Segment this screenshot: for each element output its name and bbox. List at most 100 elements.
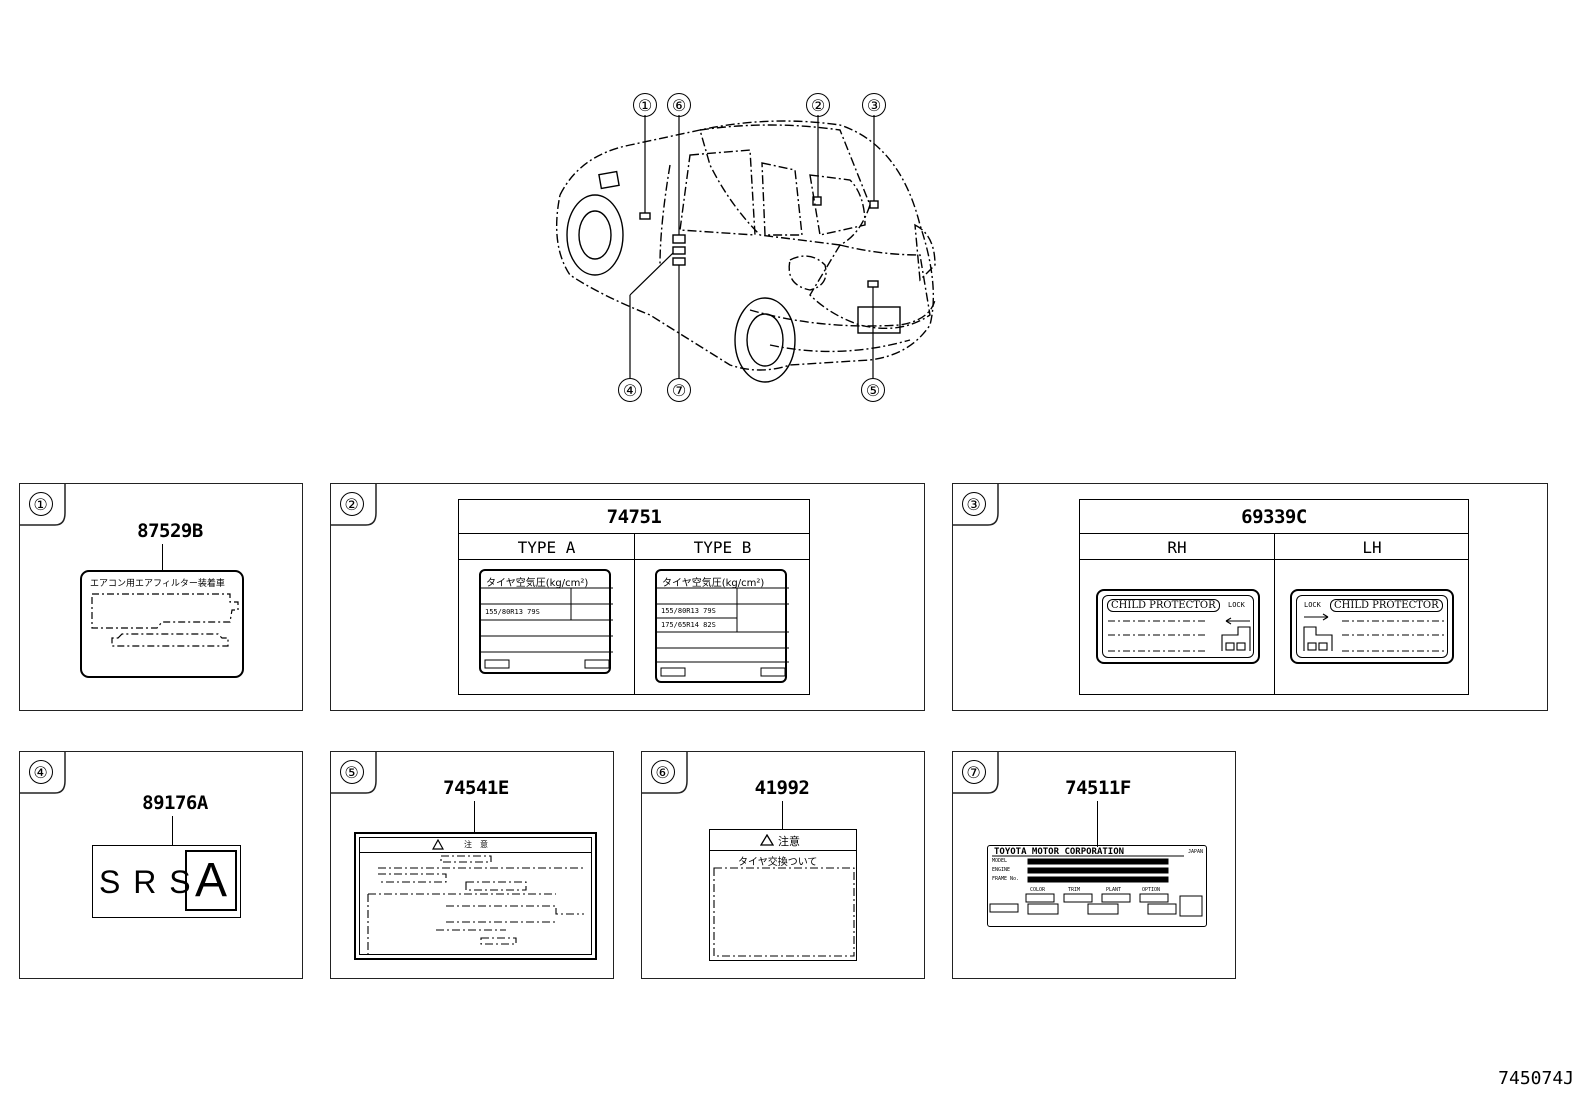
panel-tab: ⑤ (329, 750, 378, 794)
tire-change-body (713, 867, 855, 957)
option-text: OPTION (1142, 887, 1161, 893)
tire-label-table: 74751 TYPE A TYPE B タイヤ空気圧(kg/cm²) (458, 499, 810, 695)
diagram-reference-code: 745074J (1498, 1068, 1574, 1089)
panel-74541e: ⑤ 74541E 注 意 (329, 750, 614, 979)
rh-detail (1108, 617, 1251, 652)
leader-line (162, 544, 163, 570)
tire-size-b2: 175/65R14 82S (661, 621, 716, 629)
panel-74751: ② 74751 TYPE A TYPE B タイヤ空気圧(kg/cm²) (329, 482, 925, 711)
lock-text: LOCK (1228, 601, 1245, 609)
callout-1: ① (633, 93, 657, 117)
panel-index: ④ (28, 759, 53, 784)
tire-pressure-sticker-b: タイヤ空気圧(kg/cm²) 155/80R13 79S 175/65R14 8… (655, 569, 789, 683)
panel-index: ① (28, 491, 53, 516)
trim-text: TRIM (1068, 887, 1081, 893)
panel-tab: ② (329, 482, 378, 526)
srs-a-box: A (185, 850, 237, 911)
japan-text: JAPAN (1187, 849, 1203, 855)
header-line (710, 850, 856, 851)
panel-index: ⑤ (339, 759, 364, 784)
leader-line (172, 816, 173, 846)
panel-87529b: ① 87529B エアコン用エアフィルター装着車 (18, 482, 303, 711)
callout-5: ⑤ (861, 378, 885, 402)
divider (1274, 533, 1275, 694)
caution-body (367, 855, 586, 954)
tire-size-b1: 155/80R13 79S (661, 607, 716, 615)
vin-plate-fields (989, 855, 1203, 917)
child-protector-sticker-lh: LOCK CHILD PROTECTOR (1290, 589, 1454, 664)
callout-2: ② (806, 93, 830, 117)
warning-triangle-icon (432, 839, 444, 850)
panel-index: ③ (961, 491, 986, 516)
divider (459, 559, 809, 560)
car-illustration (556, 115, 936, 383)
part-number: 74541E (443, 777, 509, 799)
sticker-grid (481, 587, 613, 669)
panel-69339c: ③ 69339C RH LH CHILD PROTECTOR LOCK (951, 482, 1548, 711)
sticker-inner (1102, 595, 1254, 658)
srs-text: S R S (99, 864, 193, 900)
model-row: MODEL (992, 858, 1008, 864)
panel-index: ② (339, 491, 364, 516)
part-number: 74751 (606, 506, 662, 528)
divider (1080, 559, 1468, 560)
panel-tab: ⑥ (640, 750, 689, 794)
callout-4: ④ (618, 378, 642, 402)
srs-label: S R S A (92, 845, 241, 918)
callout-6: ⑥ (667, 93, 691, 117)
panel-index: ⑦ (961, 759, 986, 784)
label-dashed-field (91, 593, 239, 647)
leader-line (474, 801, 475, 833)
vin-plate-label: TOYOTA MOTOR CORPORATION JAPAN MODEL ENG… (987, 845, 1207, 927)
lh-detail (1303, 613, 1444, 652)
panel-74511f: ⑦ 74511F TOYOTA MOTOR CORPORATION JAPAN … (951, 750, 1236, 979)
sticker-title: タイヤ空気圧(kg/cm²) (486, 578, 589, 589)
panel-tab: ④ (18, 750, 67, 794)
maker-text: TOYOTA MOTOR CORPORATION (994, 847, 1125, 857)
rh-heading: RH (1167, 538, 1187, 557)
part-number: 87529B (137, 520, 203, 542)
part-number: 69339C (1241, 506, 1307, 528)
leader-line (782, 801, 783, 829)
srs-a-text: A (194, 854, 227, 907)
tire-change-text: タイヤ交換ついて (738, 857, 818, 868)
child-protector-table: 69339C RH LH CHILD PROTECTOR LOCK (1079, 499, 1469, 695)
panel-tab: ⑦ (951, 750, 1000, 794)
leader-line (1097, 801, 1098, 847)
panel-index: ⑥ (650, 759, 675, 784)
warning-triangle-icon (760, 834, 774, 846)
caution-header-line (359, 852, 592, 853)
plant-text: PLANT (1106, 887, 1122, 893)
tire-size-a: 155/80R13 79S (485, 608, 540, 616)
sticker-grid (657, 587, 789, 677)
tire-change-label: 注意 タイヤ交換ついて (709, 829, 857, 961)
panel-89176a: ④ 89176A S R S A (18, 750, 303, 979)
tire-pressure-sticker-a: タイヤ空気圧(kg/cm²) 155/80R13 79S (479, 569, 613, 674)
child-protector-text: CHILD PROTECTOR (1107, 599, 1220, 612)
callout-7: ⑦ (667, 378, 691, 402)
caution-label: 注 意 (354, 832, 597, 960)
panel-tab: ③ (951, 482, 1000, 526)
child-protector-text: CHILD PROTECTOR (1330, 599, 1443, 612)
divider (634, 533, 635, 694)
lock-text: LOCK (1304, 601, 1321, 609)
caution-inner (359, 837, 592, 955)
sticker-inner (1296, 595, 1448, 658)
child-protector-sticker-rh: CHILD PROTECTOR LOCK (1096, 589, 1260, 664)
sticker-title: タイヤ空気圧(kg/cm²) (662, 578, 765, 589)
engine-row: ENGINE (992, 867, 1011, 873)
panel-41992: ⑥ 41992 注意 タイヤ交換ついて (640, 750, 925, 979)
caution-header: 注意 (778, 835, 800, 848)
part-number: 41992 (754, 777, 810, 799)
color-text: COLOR (1030, 887, 1046, 893)
type-a-heading: TYPE A (517, 538, 576, 557)
type-b-heading: TYPE B (693, 538, 752, 557)
part-number: 89176A (142, 792, 208, 814)
panel-tab: ① (18, 482, 67, 526)
part-number: 74511F (1065, 777, 1131, 799)
frame-row: FRAME No. (992, 876, 1020, 882)
label-outline: エアコン用エアフィルター装着車 (80, 570, 244, 678)
callout-3: ③ (862, 93, 886, 117)
lh-heading: LH (1362, 538, 1382, 557)
caution-header: 注 意 (464, 840, 488, 849)
